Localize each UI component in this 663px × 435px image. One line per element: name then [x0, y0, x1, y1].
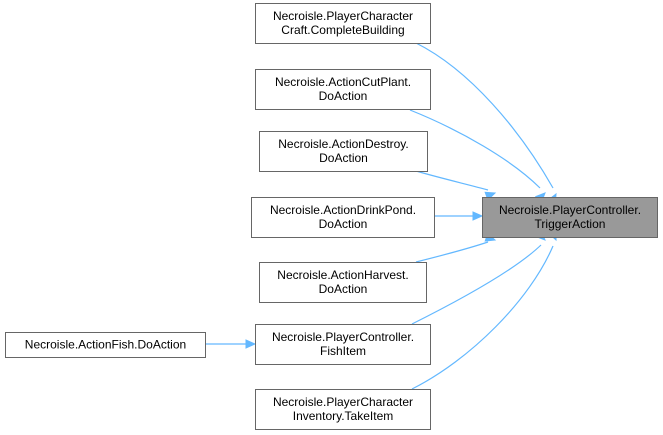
edge-line: [415, 241, 489, 263]
node-complete-building[interactable]: Necroisle.PlayerCharacterCraft.CompleteB…: [255, 3, 431, 44]
node-label-line: Necroisle.PlayerCharacter: [273, 395, 413, 409]
node-cut-plant[interactable]: Necroisle.ActionCutPlant.DoAction: [255, 69, 431, 110]
node-label-line: Necroisle.ActionCutPlant.: [275, 75, 411, 89]
focus-node-trigger-action[interactable]: Necroisle.PlayerController.TriggerAction: [482, 197, 658, 238]
node-label-line: Craft.CompleteBuilding: [281, 23, 404, 37]
edge-destroy-to-trigger_action: [415, 170, 497, 201]
node-label-line: Inventory.TakeItem: [293, 409, 394, 423]
edge-drink_pond-to-trigger_action: [434, 211, 484, 221]
arrowhead-icon: [472, 211, 484, 221]
node-label-line: DoAction: [319, 151, 368, 165]
edge-complete_building-to-trigger_action: [415, 42, 557, 205]
node-label-line: Necroisle.PlayerController.: [272, 330, 414, 344]
nodes-layer: Necroisle.PlayerCharacterCraft.CompleteB…: [5, 3, 658, 430]
node-box: [259, 262, 427, 303]
edge-line: [409, 109, 541, 189]
node-box: [5, 332, 206, 358]
edge-line: [411, 244, 542, 325]
node-box: [482, 197, 658, 238]
node-label-line: Necroisle.ActionDrinkPond.: [270, 203, 416, 217]
node-box: [255, 69, 431, 110]
node-label-line: DoAction: [319, 89, 368, 103]
edge-line: [415, 170, 489, 191]
node-label-line: Necroisle.ActionHarvest.: [277, 268, 408, 282]
node-label-line: TriggerAction: [535, 217, 606, 231]
node-label-line: DoAction: [319, 217, 368, 231]
node-box: [255, 324, 431, 365]
node-label-line: Necroisle.PlayerCharacter: [273, 9, 413, 23]
edge-take_item-to-trigger_action: [411, 229, 557, 390]
node-label-line: DoAction: [319, 282, 368, 296]
node-box: [259, 131, 428, 172]
node-label-line: Necroisle.ActionDestroy.: [278, 137, 409, 151]
node-take-item[interactable]: Necroisle.PlayerCharacterInventory.TakeI…: [255, 389, 431, 430]
node-box: [255, 3, 431, 44]
node-label-line: FishItem: [320, 344, 366, 358]
node-fish-do-action[interactable]: Necroisle.ActionFish.DoAction: [5, 332, 206, 358]
node-label-line: Necroisle.ActionFish.DoAction: [25, 338, 186, 352]
node-destroy[interactable]: Necroisle.ActionDestroy.DoAction: [259, 131, 428, 172]
edge-cut_plant-to-trigger_action: [409, 109, 546, 204]
edge-line: [411, 245, 554, 390]
node-label-line: Necroisle.PlayerController.: [499, 203, 641, 217]
node-box: [251, 197, 435, 238]
node-drink-pond[interactable]: Necroisle.ActionDrinkPond.DoAction: [251, 197, 435, 238]
node-harvest[interactable]: Necroisle.ActionHarvest.DoAction: [259, 262, 427, 303]
edge-line: [415, 42, 554, 189]
node-box: [255, 389, 431, 430]
node-fish-item[interactable]: Necroisle.PlayerController.FishItem: [255, 324, 431, 365]
arrowhead-icon: [245, 339, 257, 349]
edge-fish_do_action-to-fish_item: [205, 339, 257, 349]
